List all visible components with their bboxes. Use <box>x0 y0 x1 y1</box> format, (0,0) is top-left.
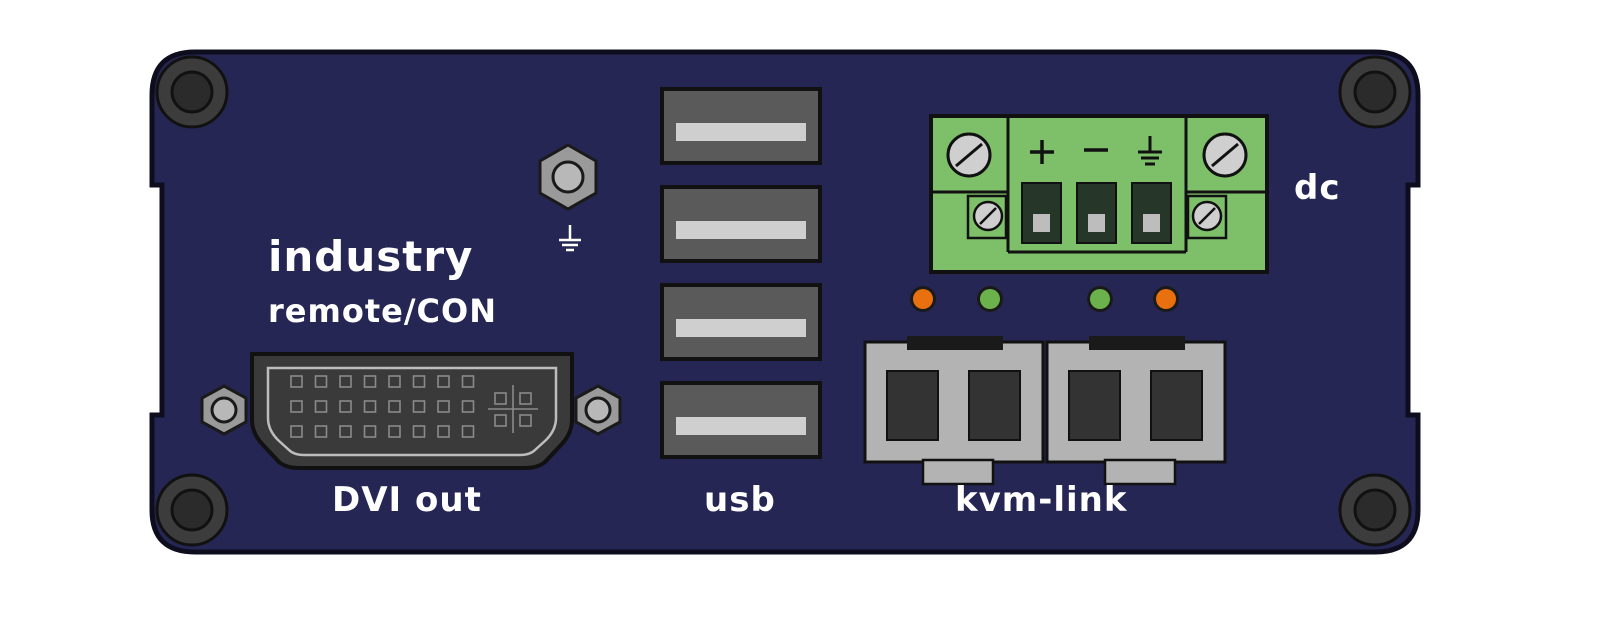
dc-terminal-block[interactable] <box>929 114 1269 274</box>
ground-stud <box>538 143 598 211</box>
dc-terminal-ground <box>1131 182 1172 244</box>
usb-port-2[interactable] <box>660 185 822 263</box>
usb-port-3[interactable] <box>660 283 822 361</box>
dc-screw-small-right <box>1191 200 1223 232</box>
dvi-port[interactable] <box>200 352 622 470</box>
kvm-link-port-group <box>863 336 1227 486</box>
usb-port-4[interactable] <box>660 381 822 459</box>
dc-screw-small-left <box>972 200 1004 232</box>
ground-symbol-icon <box>559 225 581 252</box>
dc-label: dc <box>1294 168 1341 208</box>
corner-screw-bottom-right <box>1338 473 1412 547</box>
corner-screw-top-left <box>155 55 229 129</box>
usb-port-group <box>660 87 822 459</box>
kvm-link-1-led-green <box>977 286 1003 312</box>
dc-screw-top-left <box>946 132 992 178</box>
kvm-link-1-led-orange <box>910 286 936 312</box>
dc-terminal-plus <box>1021 182 1062 244</box>
kvm-link-port-1[interactable] <box>863 336 1045 486</box>
kvm-led-group <box>910 286 1179 312</box>
kvm-link-label: kvm-link <box>955 480 1128 520</box>
usb-label: usb <box>704 480 776 520</box>
brand-title: industry <box>268 232 474 281</box>
dc-ground-symbol-icon <box>1138 136 1162 166</box>
dvi-screw-left <box>200 384 248 436</box>
corner-screw-bottom-left <box>155 473 229 547</box>
dc-screw-top-right <box>1202 132 1248 178</box>
corner-screw-top-right <box>1338 55 1412 129</box>
dvi-screw-right <box>574 384 622 436</box>
kvm-link-port-2[interactable] <box>1045 336 1227 486</box>
dvi-out-label: DVI out <box>332 480 482 520</box>
kvm-link-2-led-orange <box>1153 286 1179 312</box>
dc-plus-symbol-icon <box>1030 140 1054 164</box>
brand-subtitle: remote/CON <box>268 292 497 330</box>
kvm-link-2-led-green <box>1087 286 1113 312</box>
dc-terminal-minus <box>1076 182 1117 244</box>
usb-port-1[interactable] <box>660 87 822 165</box>
